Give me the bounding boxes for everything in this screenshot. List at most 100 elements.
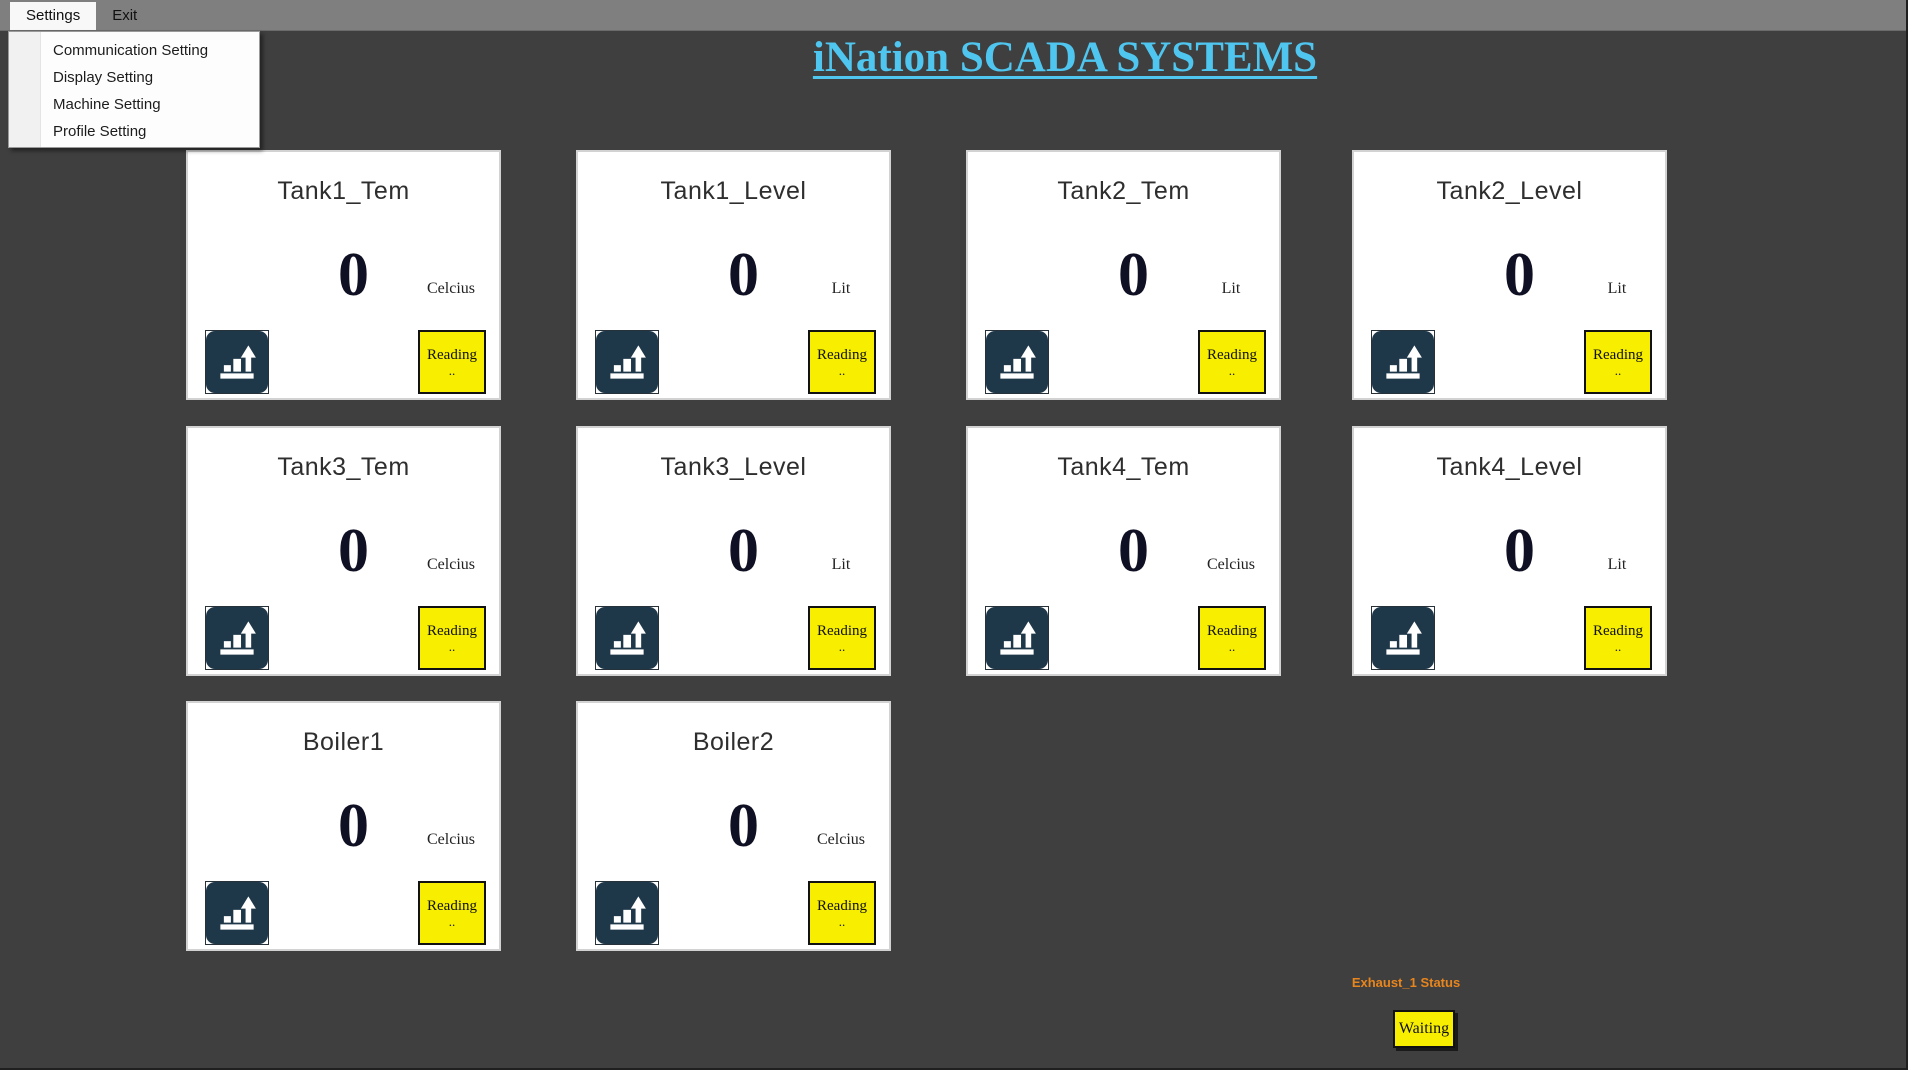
card-title: Tank4_Level <box>1436 453 1583 481</box>
reading-label: Reading <box>817 898 867 914</box>
reading-dots: .. <box>838 363 846 378</box>
reading-label: Reading <box>1207 623 1257 639</box>
device-card: Boiler2 0 Celcius Reading .. <box>576 701 891 951</box>
device-card: Tank1_Tem 0 Celcius Reading .. <box>186 150 501 400</box>
menu-item-communication-setting[interactable]: Communication Setting <box>53 42 209 59</box>
device-card: Tank4_Tem 0 Celcius Reading .. <box>966 426 1281 676</box>
exhaust-status-button[interactable]: Waiting <box>1393 1010 1455 1048</box>
trend-chart-button[interactable] <box>595 881 659 945</box>
reading-label: Reading <box>817 623 867 639</box>
card-title: Boiler2 <box>692 728 775 756</box>
card-value: 0 <box>338 241 369 309</box>
card-unit: Lit <box>1607 280 1627 297</box>
reading-button[interactable]: Reading .. <box>1198 330 1266 394</box>
card-value: 0 <box>728 517 759 585</box>
bar-chart-up-arrow-icon <box>596 882 658 944</box>
reading-button[interactable]: Reading .. <box>1198 606 1266 670</box>
bar-chart-up-arrow-icon <box>206 607 268 669</box>
bar-chart-up-arrow-icon <box>986 331 1048 393</box>
card-value: 0 <box>728 792 759 860</box>
trend-chart-button[interactable] <box>205 606 269 670</box>
card-value: 0 <box>338 517 369 585</box>
menu-settings[interactable]: Settings <box>10 2 97 30</box>
trend-chart-button[interactable] <box>1371 330 1435 394</box>
reading-button[interactable]: Reading .. <box>1584 606 1652 670</box>
reading-dots: .. <box>1614 363 1622 378</box>
reading-dots: .. <box>838 639 846 654</box>
card-title: Tank1_Level <box>660 177 807 205</box>
reading-dots: .. <box>448 363 456 378</box>
menu-bar: Settings Exit <box>0 0 1906 31</box>
bar-chart-up-arrow-icon <box>986 607 1048 669</box>
card-title: Tank3_Tem <box>277 453 410 481</box>
device-card: Boiler1 0 Celcius Reading .. <box>186 701 501 951</box>
device-card: Tank1_Level 0 Lit Reading .. <box>576 150 891 400</box>
card-title: Tank2_Level <box>1436 177 1583 205</box>
card-value: 0 <box>728 241 759 309</box>
reading-button[interactable]: Reading .. <box>418 881 486 945</box>
card-unit: Lit <box>1221 280 1241 297</box>
card-unit: Lit <box>831 280 851 297</box>
reading-button[interactable]: Reading .. <box>808 606 876 670</box>
card-value: 0 <box>1118 517 1149 585</box>
reading-label: Reading <box>817 347 867 363</box>
bar-chart-up-arrow-icon <box>1372 331 1434 393</box>
device-card: Tank3_Tem 0 Celcius Reading .. <box>186 426 501 676</box>
reading-label: Reading <box>427 898 477 914</box>
card-value: 0 <box>1504 241 1535 309</box>
card-value: 0 <box>338 792 369 860</box>
reading-button[interactable]: Reading .. <box>418 330 486 394</box>
reading-label: Reading <box>427 347 477 363</box>
reading-button[interactable]: Reading .. <box>808 330 876 394</box>
device-card: Tank3_Level 0 Lit Reading .. <box>576 426 891 676</box>
menu-item-machine-setting[interactable]: Machine Setting <box>53 96 161 113</box>
card-title: Boiler1 <box>302 728 385 756</box>
reading-label: Reading <box>1207 347 1257 363</box>
reading-button[interactable]: Reading .. <box>1584 330 1652 394</box>
card-title: Tank3_Level <box>660 453 807 481</box>
menu-item-display-setting[interactable]: Display Setting <box>53 69 154 86</box>
card-unit: Celcius <box>427 831 475 848</box>
menu-item-profile-setting[interactable]: Profile Setting <box>53 123 147 140</box>
reading-dots: .. <box>1614 639 1622 654</box>
card-title: Tank4_Tem <box>1057 453 1190 481</box>
card-title: Tank2_Tem <box>1057 177 1190 205</box>
card-unit: Celcius <box>427 280 475 297</box>
reading-button[interactable]: Reading .. <box>808 881 876 945</box>
bar-chart-up-arrow-icon <box>596 331 658 393</box>
trend-chart-button[interactable] <box>595 606 659 670</box>
exhaust-status-label: Exhaust_1 Status <box>1351 975 1461 990</box>
dropdown-icon-gutter <box>9 32 41 147</box>
card-unit: Celcius <box>817 831 865 848</box>
card-unit: Celcius <box>1207 556 1255 573</box>
reading-label: Reading <box>427 623 477 639</box>
settings-dropdown-menu: Communication Setting Display Setting Ma… <box>8 31 260 148</box>
reading-label: Reading <box>1593 347 1643 363</box>
reading-dots: .. <box>1228 363 1236 378</box>
device-card: Tank4_Level 0 Lit Reading .. <box>1352 426 1667 676</box>
trend-chart-button[interactable] <box>595 330 659 394</box>
bar-chart-up-arrow-icon <box>1372 607 1434 669</box>
page-title: iNation SCADA SYSTEMS <box>812 34 1318 81</box>
device-card: Tank2_Level 0 Lit Reading .. <box>1352 150 1667 400</box>
reading-dots: .. <box>448 914 456 929</box>
reading-label: Reading <box>1593 623 1643 639</box>
card-value: 0 <box>1118 241 1149 309</box>
reading-button[interactable]: Reading .. <box>418 606 486 670</box>
trend-chart-button[interactable] <box>985 606 1049 670</box>
device-card: Tank2_Tem 0 Lit Reading .. <box>966 150 1281 400</box>
bar-chart-up-arrow-icon <box>596 607 658 669</box>
card-unit: Lit <box>1607 556 1627 573</box>
reading-dots: .. <box>838 914 846 929</box>
trend-chart-button[interactable] <box>985 330 1049 394</box>
reading-dots: .. <box>448 639 456 654</box>
card-unit: Celcius <box>427 556 475 573</box>
trend-chart-button[interactable] <box>205 881 269 945</box>
bar-chart-up-arrow-icon <box>206 882 268 944</box>
trend-chart-button[interactable] <box>1371 606 1435 670</box>
menu-exit[interactable]: Exit <box>112 7 138 24</box>
trend-chart-button[interactable] <box>205 330 269 394</box>
card-unit: Lit <box>831 556 851 573</box>
card-title: Tank1_Tem <box>277 177 410 205</box>
